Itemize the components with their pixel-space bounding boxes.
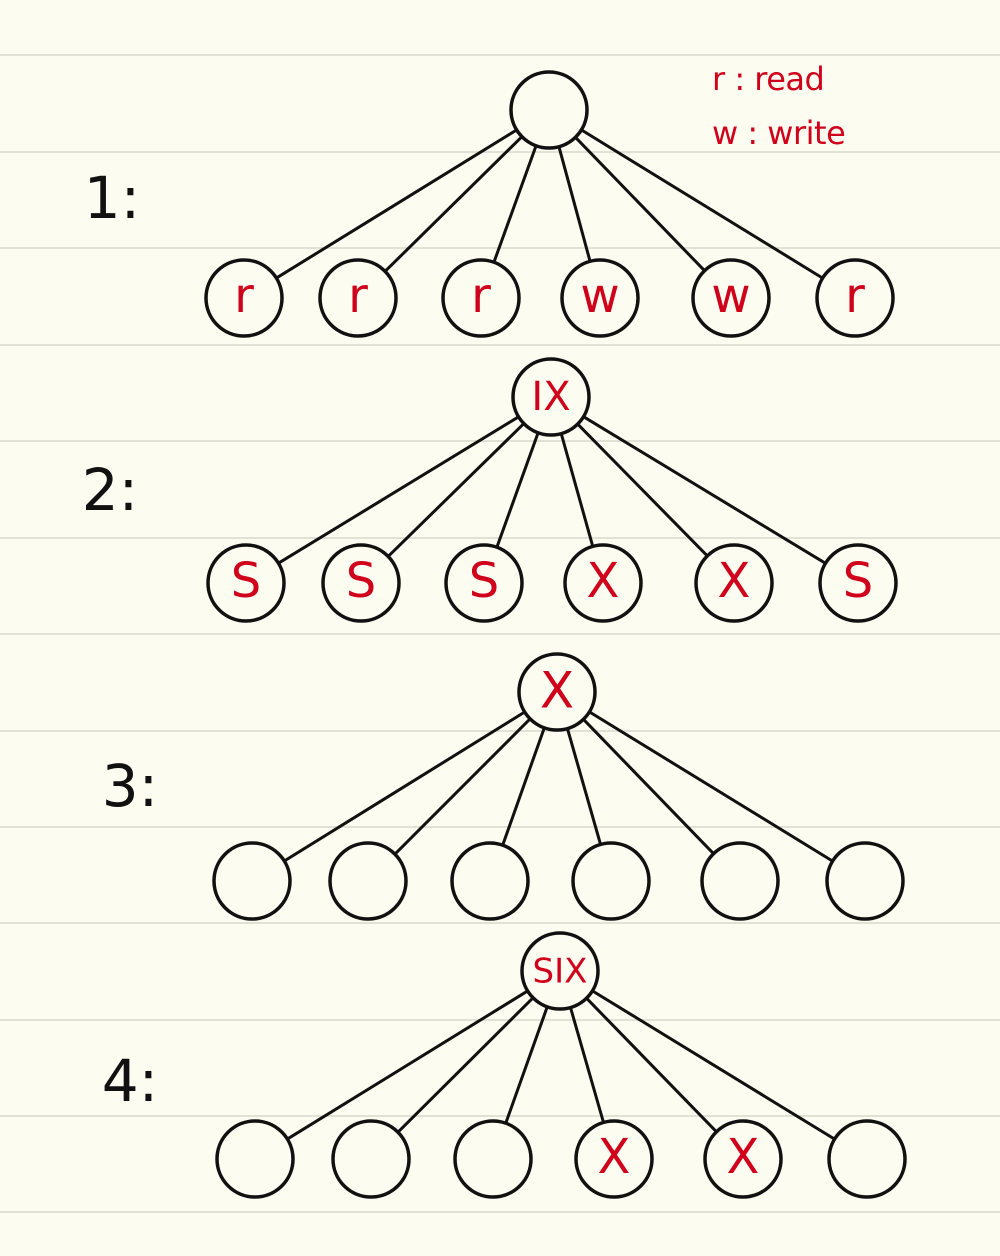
edge <box>565 727 603 846</box>
child-node <box>212 841 292 921</box>
child-node-label: r <box>471 268 491 324</box>
child-node-label: w <box>711 268 750 324</box>
edge <box>396 996 535 1134</box>
edge <box>587 710 835 863</box>
edge <box>495 431 540 549</box>
edge <box>557 145 592 263</box>
root-node <box>511 357 591 437</box>
step-label: 2: <box>82 456 138 524</box>
edge <box>573 135 707 273</box>
child-node <box>700 841 780 921</box>
root-node <box>517 652 597 732</box>
child-node-label: r <box>845 268 865 324</box>
edge <box>579 128 825 280</box>
child-node-label: S <box>469 553 499 609</box>
edge <box>274 128 519 280</box>
child-node <box>825 841 905 921</box>
edge <box>501 726 546 847</box>
edge <box>581 717 716 856</box>
child-node <box>206 543 286 623</box>
legend-write: w : write <box>712 114 846 152</box>
child-node <box>574 1119 654 1199</box>
child-node-label: r <box>234 268 254 324</box>
edge <box>568 1006 606 1124</box>
child-node <box>318 258 398 338</box>
child-node <box>444 543 524 623</box>
child-node <box>453 1119 533 1199</box>
child-node <box>321 543 401 623</box>
edge <box>386 422 526 558</box>
child-node <box>441 258 521 338</box>
edge <box>504 1005 549 1125</box>
child-node <box>694 543 774 623</box>
child-node-label: S <box>231 553 261 609</box>
child-node-label: S <box>843 553 873 609</box>
child-node <box>827 1119 907 1199</box>
root-node <box>520 931 600 1011</box>
child-node <box>691 258 771 338</box>
root-node <box>509 70 589 150</box>
tree-1: 1: r r r w w r <box>84 70 895 338</box>
tree-3: 3: X <box>102 652 905 921</box>
step-label: 4: <box>102 1047 158 1115</box>
child-node-label: S <box>346 553 376 609</box>
edge <box>276 415 521 565</box>
child-node <box>215 1119 295 1199</box>
root-node-label: IX <box>531 374 570 420</box>
ruled-lines <box>0 54 1000 1213</box>
edge <box>585 996 718 1134</box>
edge <box>393 717 532 856</box>
tree-2: 2: IX S S S X X S <box>82 357 898 623</box>
root-node-label: X <box>540 662 574 720</box>
child-node <box>815 258 895 338</box>
step-label: 1: <box>84 164 140 232</box>
step-label: 3: <box>102 752 158 820</box>
edge <box>492 144 538 264</box>
edge <box>383 135 524 273</box>
child-node <box>450 841 530 921</box>
child-node-label: X <box>598 1129 631 1185</box>
edge <box>282 710 527 863</box>
child-node <box>204 258 284 338</box>
child-node <box>331 1119 411 1199</box>
child-node <box>563 543 643 623</box>
legend-read: r : read <box>712 60 825 98</box>
child-node-label: X <box>718 553 751 609</box>
child-node <box>571 841 651 921</box>
edge <box>590 989 837 1141</box>
child-node <box>328 841 408 921</box>
legend: r : read w : write <box>712 52 846 160</box>
child-node-label: w <box>580 268 619 324</box>
edge <box>576 422 709 558</box>
child-node-label: X <box>587 553 620 609</box>
root-node-label: SIX <box>533 952 588 992</box>
child-node-label: r <box>348 268 368 324</box>
child-node <box>560 258 640 338</box>
child-node <box>818 543 898 623</box>
child-node <box>703 1119 783 1199</box>
tree-4: 4: SIX X X <box>102 931 907 1199</box>
edge <box>582 415 827 565</box>
child-node-label: X <box>727 1129 760 1185</box>
edge <box>559 432 595 548</box>
edge <box>285 989 530 1141</box>
